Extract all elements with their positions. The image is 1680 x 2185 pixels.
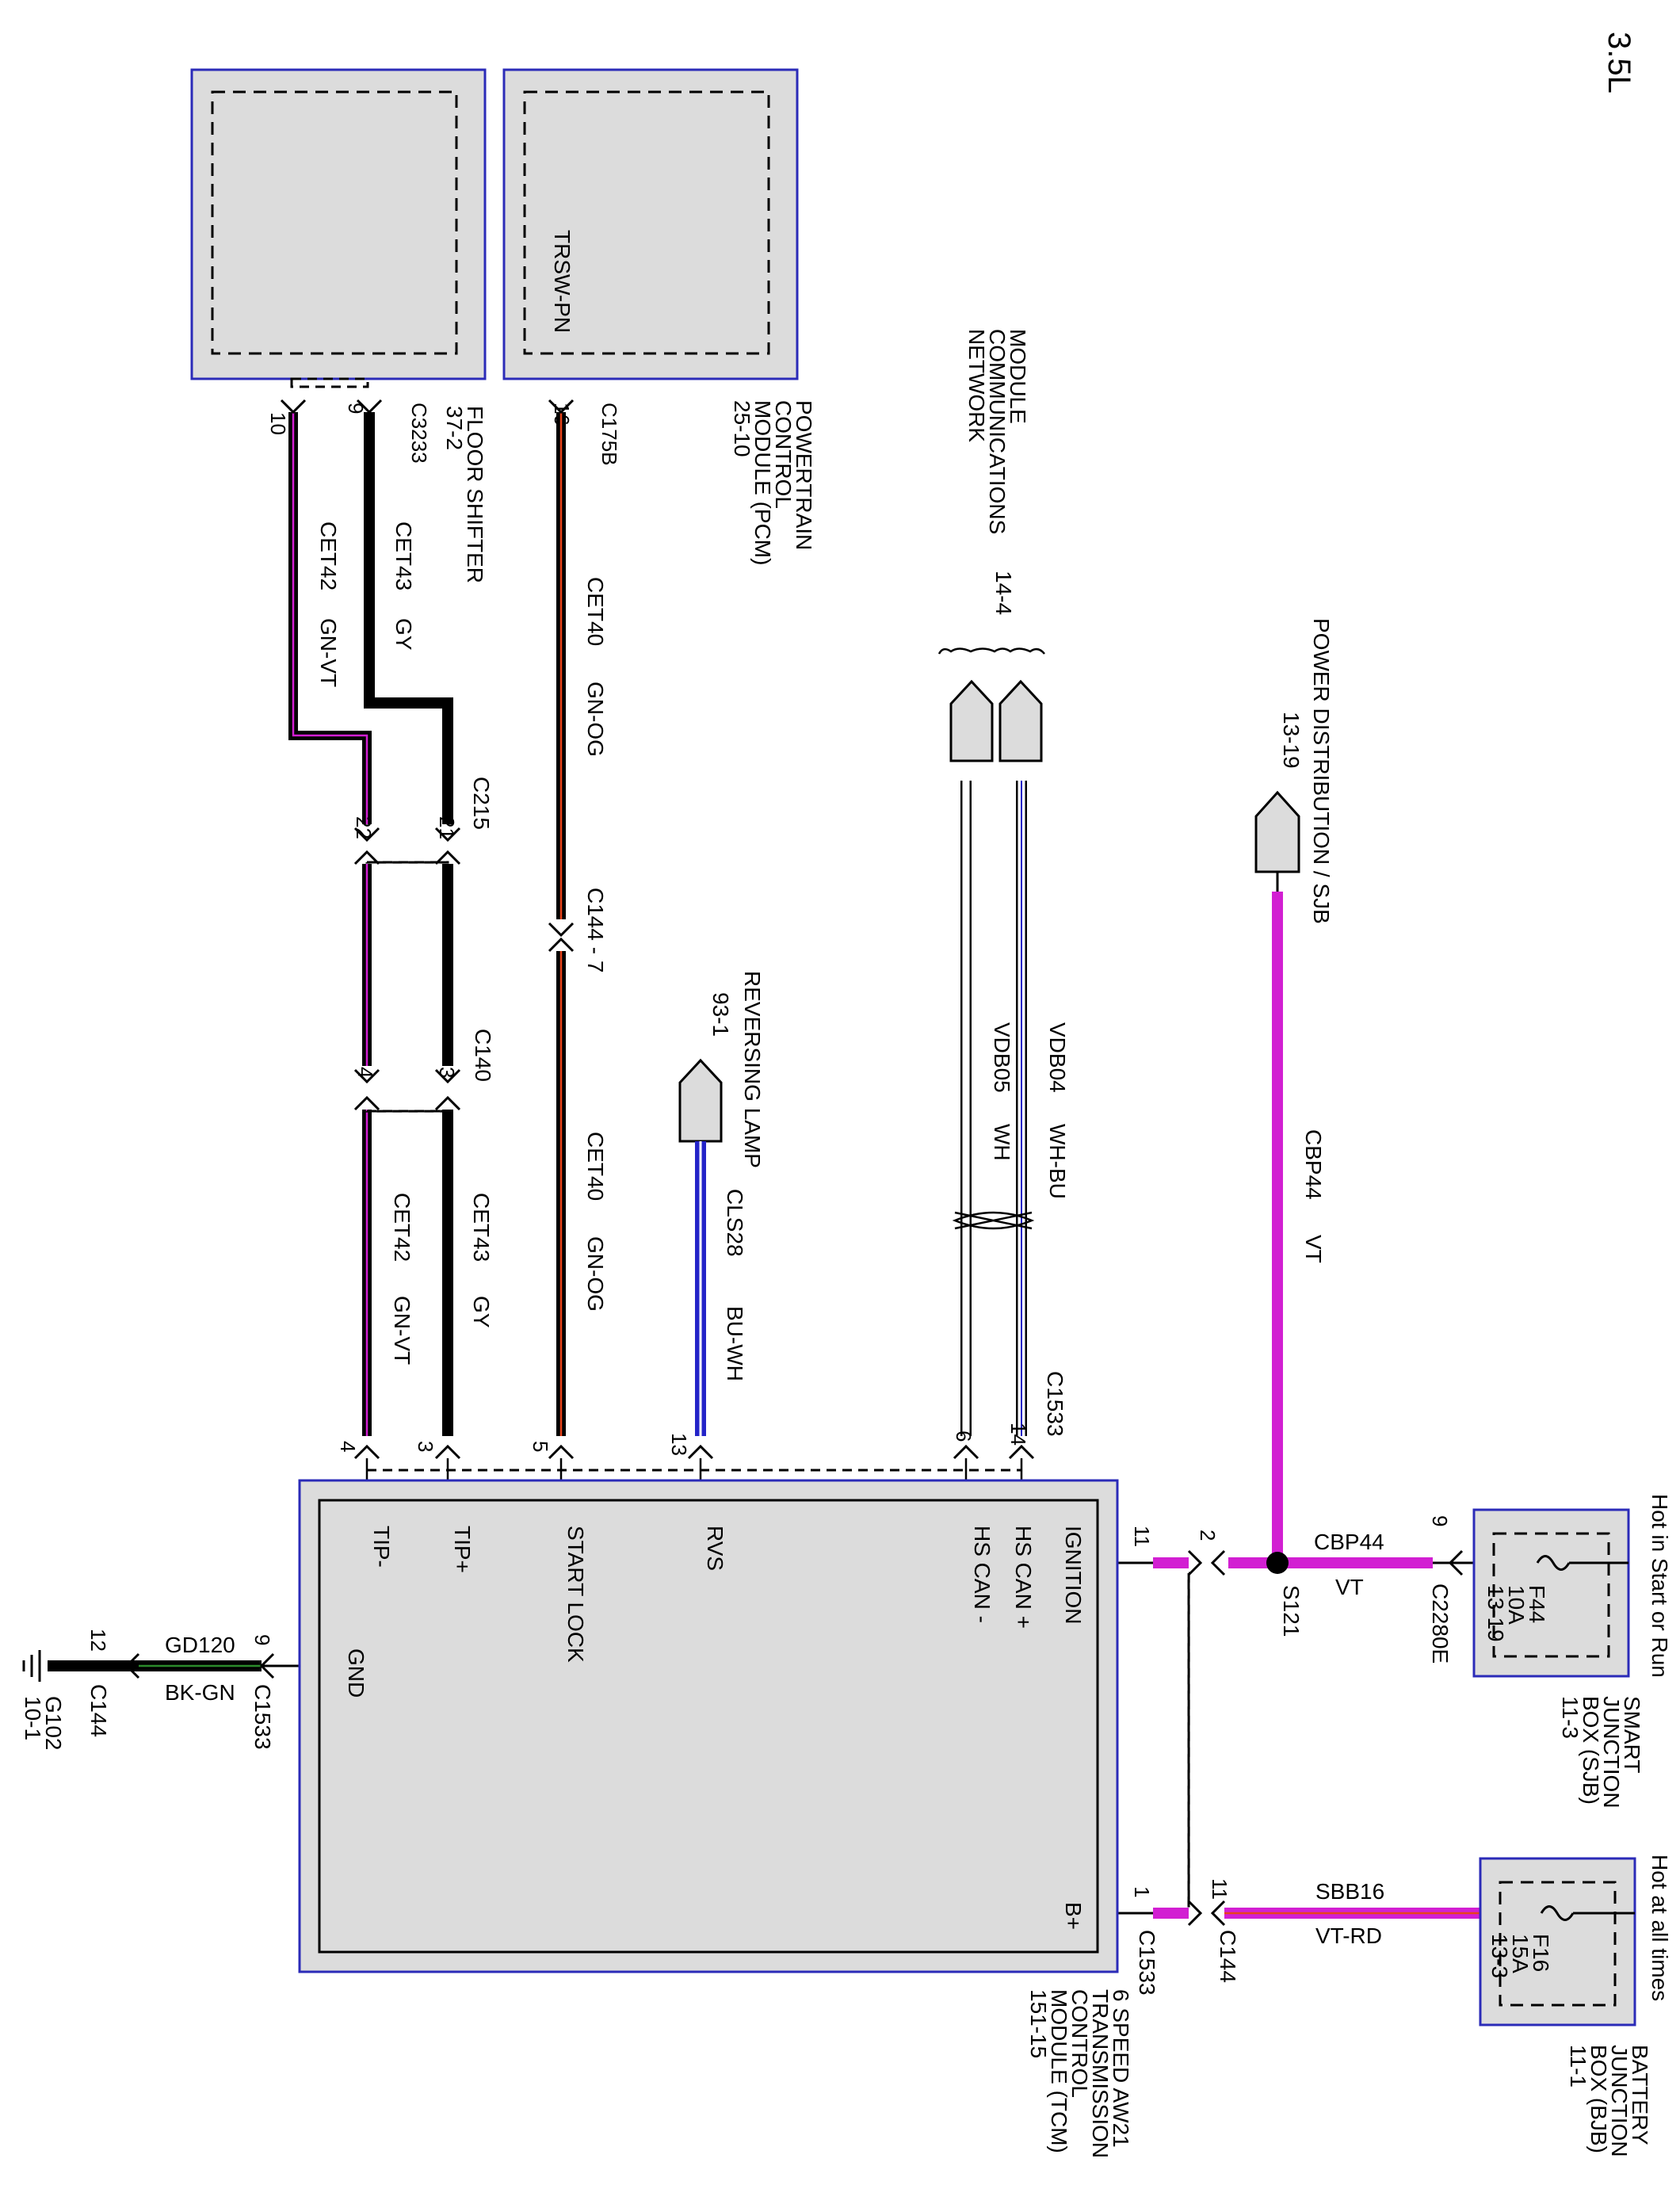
wire-cet40-upper-circuit: CET40 xyxy=(583,577,608,646)
connector-c140-pin-4: 4 xyxy=(353,1067,377,1078)
connector-ign-tcm-pin: 11 xyxy=(1130,1526,1154,1547)
connector-c1533-pin-5: 5 xyxy=(529,1441,552,1452)
floor-shifter-component xyxy=(192,70,485,387)
reversing-lamp-offpage-arrow xyxy=(680,1060,721,1141)
wire-cet42-upper-circuit: CET42 xyxy=(316,521,341,590)
connector-c140-pin-3: 3 xyxy=(435,1067,459,1078)
diagram-engine-label: 3.5L xyxy=(1602,32,1636,94)
pcm-component: TRSW-PN xyxy=(504,70,797,379)
svg-text:25-10: 25-10 xyxy=(730,400,754,457)
wire-cet40-lower-color: GN-OG xyxy=(583,1236,608,1312)
bjb-component: F16 15A 13-3 xyxy=(1480,1858,1635,2025)
connector-bplus-c144: C144 xyxy=(1216,1930,1240,1983)
tcm-signal-tip-minus: TIP- xyxy=(369,1526,394,1568)
wire-sbb16-circuit: SBB16 xyxy=(1315,1879,1384,1904)
wire-vdb05-circuit: VDB05 xyxy=(990,1022,1014,1093)
sjb-component: F44 10A 13-19 xyxy=(1474,1510,1628,1676)
wire-cet42-upper-color: GN-VT xyxy=(316,618,341,687)
power-distribution-title: POWER DISTRIBUTION / SJB xyxy=(1309,618,1334,924)
wire-sbb16-color: VT-RD xyxy=(1315,1923,1382,1948)
splice-s121-label: S121 xyxy=(1279,1585,1304,1637)
wire-cet40-lower-circuit: CET40 xyxy=(583,1132,608,1201)
pcm-signal-label: TRSW-PN xyxy=(550,230,575,333)
network-reference-label: MODULE COMMUNICATIONS NETWORK xyxy=(964,329,1030,534)
tcm-signal-tip-plus: TIP+ xyxy=(450,1526,475,1573)
svg-text:11-1: 11-1 xyxy=(1566,2045,1590,2088)
floor-shifter-connector: C3233 xyxy=(407,403,431,464)
connector-c215-pin-21: 21 xyxy=(435,816,459,839)
connector-c1533-name: C1533 xyxy=(1043,1371,1067,1437)
network-offpage-arrow-vdb04 xyxy=(1000,682,1041,761)
tcm-signal-b-plus: B+ xyxy=(1061,1902,1086,1930)
wire-gd120-color: BK-GN xyxy=(165,1680,235,1705)
power-distribution-page: 13-19 xyxy=(1279,712,1304,769)
tcm-signal-gnd: GND xyxy=(344,1648,368,1698)
ground-g102-page: 10-1 xyxy=(21,1696,45,1740)
splice-s121-dot xyxy=(1266,1552,1289,1574)
wire-cbp44-horizontal-circuit: CBP44 xyxy=(1314,1530,1384,1554)
tcm-signal-hs-can-minus: HS CAN - xyxy=(970,1526,995,1623)
connector-bplus-c144-pin: 11 xyxy=(1208,1878,1231,1900)
connector-c2280e-name: C2280E xyxy=(1428,1583,1453,1664)
ground-symbol-icon xyxy=(24,1650,40,1682)
connector-c140-name: C140 xyxy=(471,1029,495,1082)
network-page-ref: 14-4 xyxy=(991,571,1016,615)
sjb-ref: 13-19 xyxy=(1483,1585,1508,1642)
connector-c1533-pin-14: 14 xyxy=(1006,1423,1030,1446)
tcm-signal-rvs: RVS xyxy=(703,1526,727,1571)
connector-c215-pin-22: 22 xyxy=(352,816,376,839)
floor-shifter-pin-10: 10 xyxy=(266,412,290,435)
reversing-lamp-title: REVERSING LAMP xyxy=(740,971,765,1168)
wire-cls28-circuit: CLS28 xyxy=(723,1189,747,1257)
connector-bplus-c1533: C1533 xyxy=(1135,1930,1159,1996)
connector-c1533-pin-13: 13 xyxy=(667,1433,691,1456)
connector-gnd-c1533-pin: 9 xyxy=(250,1634,274,1645)
tcm-signal-ignition: IGNITION xyxy=(1061,1526,1086,1624)
bjb-label: BATTERY JUNCTION BOX (BJB) 11-1 xyxy=(1566,2045,1652,2157)
wire-gd120-circuit: GD120 xyxy=(165,1633,235,1657)
pcm-connector: C175B xyxy=(598,403,621,466)
power-distribution-offpage-arrow xyxy=(1256,793,1299,872)
connector-c215-name: C215 xyxy=(469,777,494,830)
tcm-signal-start-lock: START LOCK xyxy=(563,1526,588,1663)
wire-cls28-color: BU-WH xyxy=(723,1306,747,1381)
connector-c144-7: C144 - 7 xyxy=(583,888,608,972)
wire-vdb05-color: WH xyxy=(990,1124,1014,1161)
wire-cbp44-vertical-color: VT xyxy=(1301,1235,1326,1263)
wire-cbp44-horizontal-color: VT xyxy=(1335,1575,1364,1599)
connector-gnd-c1533-name: C1533 xyxy=(250,1684,275,1750)
wire-cet42-lower-circuit: CET42 xyxy=(390,1193,414,1262)
connector-gnd-c144-pin: 12 xyxy=(86,1629,110,1652)
wire-vdb04-color: WH-BU xyxy=(1045,1124,1070,1199)
sjb-hot-label: Hot in Start or Run xyxy=(1648,1494,1672,1678)
sjb-label: SMART JUNCTION BOX (SJB) 11-3 xyxy=(1558,1696,1644,1809)
tcm-label: 6 SPEED AW21 TRANSMISSION CONTROL MODULE… xyxy=(1026,1989,1133,2158)
connector-ign-c144-pin: 2 xyxy=(1196,1530,1220,1541)
tcm-signal-hs-can-plus: HS CAN + xyxy=(1011,1526,1036,1629)
svg-text:NETWORK: NETWORK xyxy=(964,329,989,442)
connector-c1533-pin-6: 6 xyxy=(952,1431,976,1442)
wire-cet43-upper-color: GY xyxy=(391,618,416,651)
wire-cet43-lower-circuit: CET43 xyxy=(469,1193,494,1262)
wire-cet40-upper-color: GN-OG xyxy=(583,682,608,757)
bjb-hot-label: Hot at all times xyxy=(1648,1855,1672,2001)
svg-text:151-15: 151-15 xyxy=(1026,1989,1051,2058)
connector-c1533-pin-4: 4 xyxy=(336,1441,360,1452)
wire-cet43-lower-color: GY xyxy=(469,1296,494,1328)
pcm-label: POWERTRAIN CONTROL MODULE (PCM) 25-10 xyxy=(730,400,816,565)
svg-text:11-3: 11-3 xyxy=(1558,1696,1583,1739)
bjb-ref: 13-3 xyxy=(1487,1934,1512,1978)
connector-bplus-tcm-pin: 1 xyxy=(1130,1886,1154,1897)
wire-vdb04-circuit: VDB04 xyxy=(1045,1022,1070,1093)
wire-cet43-upper-circuit: CET43 xyxy=(391,521,416,590)
reversing-lamp-page: 93-1 xyxy=(708,992,733,1037)
floor-shifter-page: 37-2 xyxy=(442,406,467,450)
connector-gnd-c144-name: C144 xyxy=(86,1684,111,1737)
wire-cet42-lower-color: GN-VT xyxy=(390,1296,414,1365)
network-offpage-arrow-vdb05 xyxy=(951,682,992,761)
connector-c2280e-pin: 9 xyxy=(1428,1515,1452,1526)
wire-cbp44-vertical-circuit: CBP44 xyxy=(1301,1129,1326,1200)
connector-c1533-pin-3: 3 xyxy=(414,1441,437,1452)
